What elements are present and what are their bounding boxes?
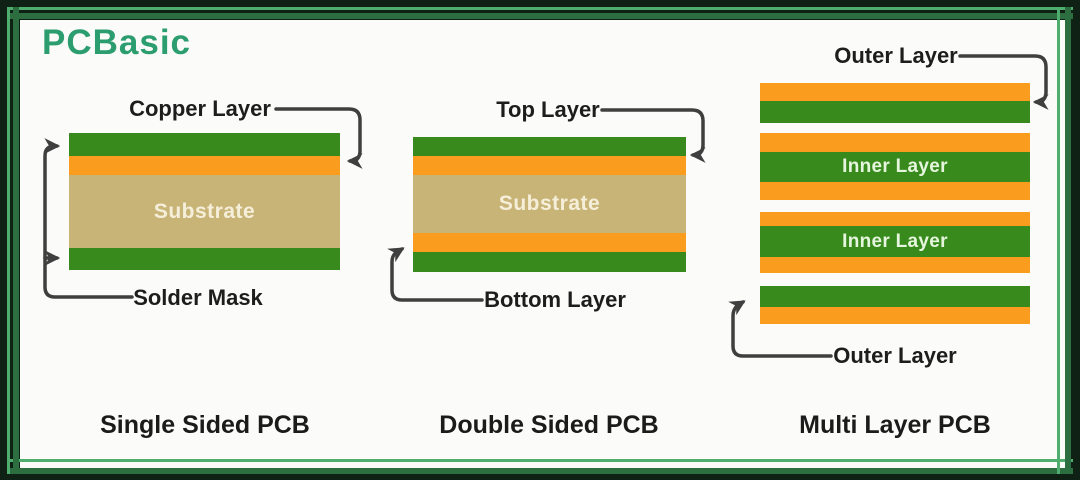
- pcb-layer-green: [760, 286, 1030, 307]
- layer-gap: [760, 273, 1030, 286]
- frame-line: [1057, 7, 1060, 474]
- pcb-layer-green: [413, 137, 686, 156]
- pcb-layer-orange: [760, 182, 1030, 200]
- pcb-layer-green: [760, 101, 1030, 123]
- top-layer-label: Top Layer: [496, 97, 600, 122]
- pcb-layer-green: [69, 248, 340, 270]
- frame-line: [7, 7, 1073, 10]
- pcb-layer-orange: [413, 233, 686, 252]
- frame-line: [13, 7, 19, 474]
- single-sided-pcb-title: Single Sided PCB: [100, 411, 310, 439]
- copper-layer-label: Copper Layer: [129, 96, 271, 121]
- outer-layer-top-label: Outer Layer: [834, 43, 958, 68]
- bottom-layer-label: Bottom Layer: [484, 287, 626, 312]
- frame-line: [1065, 7, 1071, 474]
- outer-layer-bottom-label: Outer Layer: [833, 343, 957, 368]
- frame-line: [7, 468, 1073, 474]
- pcb-layer-orange: [413, 156, 686, 175]
- multi-layer-pcb-title: Multi Layer PCB: [799, 411, 991, 439]
- double-sided-pcb-title: Double Sided PCB: [439, 411, 659, 439]
- layer-gap: [760, 123, 1030, 133]
- pcb-layer-orange: [69, 156, 340, 175]
- pcb-layer-green: Inner Layer: [760, 152, 1030, 182]
- pcb-layer-green: [69, 133, 340, 156]
- pcb-layer-tan: Substrate: [413, 175, 686, 233]
- frame-line: [7, 459, 1073, 462]
- pcb-layer-orange: [760, 307, 1030, 324]
- solder-mask-label: Solder Mask: [133, 285, 263, 310]
- frame-line: [7, 13, 1073, 19]
- double-sided-pcb-board: Substrate: [413, 137, 686, 272]
- pcb-layer-orange: [760, 257, 1030, 273]
- frame-line: [7, 7, 10, 474]
- pcbasic-logo: PCBasic: [42, 23, 192, 62]
- pcb-layer-tan: Substrate: [69, 175, 340, 248]
- pcb-layer-orange: [760, 133, 1030, 152]
- layer-gap: [760, 200, 1030, 212]
- pcb-layer-orange: [760, 83, 1030, 101]
- single-sided-pcb-board: Substrate: [69, 133, 340, 270]
- pcb-layer-green: Inner Layer: [760, 226, 1030, 257]
- pcb-layer-orange: [760, 212, 1030, 226]
- pcb-layer-green: [413, 252, 686, 272]
